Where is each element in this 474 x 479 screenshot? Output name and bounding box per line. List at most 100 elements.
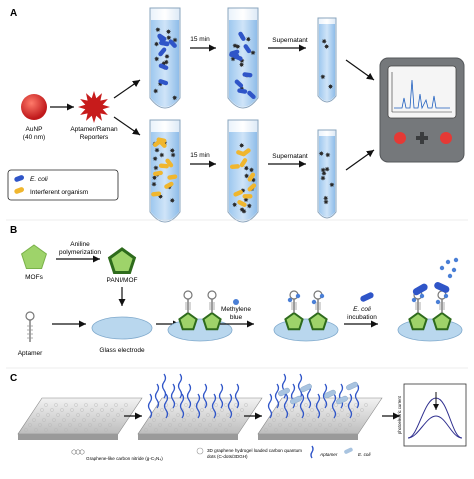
gcn-hexagon xyxy=(104,428,108,432)
gcn-hexagon xyxy=(284,428,288,432)
gcn-hexagon xyxy=(310,408,314,412)
gcn-hexagon xyxy=(182,418,186,422)
gcn-hexagon xyxy=(346,413,350,417)
aptamer-strand xyxy=(177,373,183,399)
gcn-hexagon xyxy=(176,413,180,417)
ecoli-cell xyxy=(158,63,169,70)
tube-top-2 xyxy=(227,7,259,109)
gcn-hexagon xyxy=(302,418,306,422)
gcn-hexagon xyxy=(190,408,194,412)
gcn-hexagon xyxy=(296,413,300,417)
nanoparticle xyxy=(321,170,327,176)
aptamer-strand xyxy=(234,383,240,409)
nanoparticle xyxy=(321,38,327,44)
aptamer-strand xyxy=(202,383,208,409)
nanoparticle xyxy=(327,84,334,90)
nanoparticle xyxy=(164,53,170,59)
legend-3dgh-label-2: dots (C-dots/3DGH) xyxy=(207,454,248,459)
ecoli-cell xyxy=(243,44,252,54)
electrode-disk xyxy=(273,318,339,342)
time-label-bottom: 15 min xyxy=(190,152,210,159)
gcn-hexagon xyxy=(332,418,336,422)
gcn-hexagon xyxy=(60,408,64,412)
gcn-hexagon xyxy=(264,428,268,432)
methylene-label: Methylene xyxy=(221,306,251,313)
gcn-hexagon xyxy=(292,418,296,422)
gcn-hexagon xyxy=(216,413,220,417)
gcn-hexagon xyxy=(198,423,202,427)
interferent-cell xyxy=(239,158,248,168)
gcn-hexagon xyxy=(290,408,294,412)
gcn-hexagon xyxy=(206,413,210,417)
gcn-hexagon xyxy=(236,413,240,417)
arrow-bottom-to-device xyxy=(345,149,375,171)
nanoparticle xyxy=(246,203,252,209)
nanoparticle xyxy=(152,156,158,162)
interferent-cell xyxy=(237,200,247,207)
gcn-hexagon xyxy=(202,418,206,422)
nanoparticle xyxy=(329,182,335,188)
gcn-hexagon xyxy=(274,428,278,432)
chip-edge xyxy=(258,434,358,440)
reporter-label-2: Reporters xyxy=(80,134,109,141)
reporter-label: Aptamer/Raman xyxy=(70,126,118,133)
gcn-hexagon xyxy=(62,418,66,422)
nanoparticle xyxy=(153,165,159,171)
gcn-hexagon xyxy=(324,428,328,432)
gcn-hexagon xyxy=(280,408,284,412)
aunp-label: AuNP xyxy=(26,126,43,133)
aptamer-probe xyxy=(183,290,193,313)
nanoparticle xyxy=(318,150,324,157)
nanoparticle xyxy=(320,167,326,173)
gcn-hexagon xyxy=(338,423,342,427)
nanoparticle xyxy=(172,95,178,101)
gcn-hexagon xyxy=(66,413,70,417)
interferent-cell xyxy=(247,183,257,192)
nanoparticle xyxy=(320,175,326,181)
methylene-blue-dot xyxy=(295,293,301,299)
aptamer-strand xyxy=(195,393,201,419)
gcn-hexagon xyxy=(226,413,230,417)
panel-a-label: A xyxy=(10,8,17,19)
released-mb-dot xyxy=(445,259,451,265)
interferent-cell xyxy=(167,174,178,180)
chip-bare xyxy=(17,397,143,440)
gcn-hexagon xyxy=(64,428,68,432)
arrow-to-bottom-tube xyxy=(113,116,141,136)
gcn-hexagon xyxy=(54,428,58,432)
nanoparticle xyxy=(169,197,175,203)
gcn-hexagon xyxy=(268,423,272,427)
legend-gcn-label: Graphene-like carbon nitride (g-C₃N₄) xyxy=(86,456,163,461)
gcn-hexagon xyxy=(120,408,124,412)
gcn-hexagon xyxy=(322,418,326,422)
gcn-hexagon xyxy=(56,413,60,417)
interferent-cell xyxy=(164,181,174,189)
gcn-hexagon xyxy=(222,418,226,422)
tube-bottom-2 xyxy=(227,119,259,223)
chip-ecoli xyxy=(257,373,383,440)
supernatant-label-top: Supernatant xyxy=(272,37,308,44)
gcn-hexagon xyxy=(68,423,72,427)
nanoparticle xyxy=(154,56,160,62)
gcn-hexagon xyxy=(360,408,364,412)
gcn-hexagon xyxy=(48,423,52,427)
gcn-hexagon xyxy=(224,403,228,407)
gcn-hexagon xyxy=(326,413,330,417)
released-mb-dot xyxy=(453,257,459,263)
mof-pentagon xyxy=(21,244,47,269)
gcn-hexagon xyxy=(44,403,48,407)
gcn-hexagon xyxy=(224,428,228,432)
glass-electrode-label: Glass electrode xyxy=(99,347,145,354)
gcn-hexagon xyxy=(342,418,346,422)
gcn-hexagon xyxy=(112,418,116,422)
gcn-hexagon xyxy=(38,423,42,427)
ecoli-cell xyxy=(158,79,169,86)
gcn-hexagon xyxy=(312,418,316,422)
gcn-hexagon xyxy=(306,413,310,417)
pani-mof-pentagon xyxy=(107,247,137,274)
aptamer-strand xyxy=(299,393,305,419)
nanoparticle xyxy=(172,37,178,43)
gcn-hexagon xyxy=(184,428,188,432)
ecoli-cell-icon xyxy=(360,292,374,302)
